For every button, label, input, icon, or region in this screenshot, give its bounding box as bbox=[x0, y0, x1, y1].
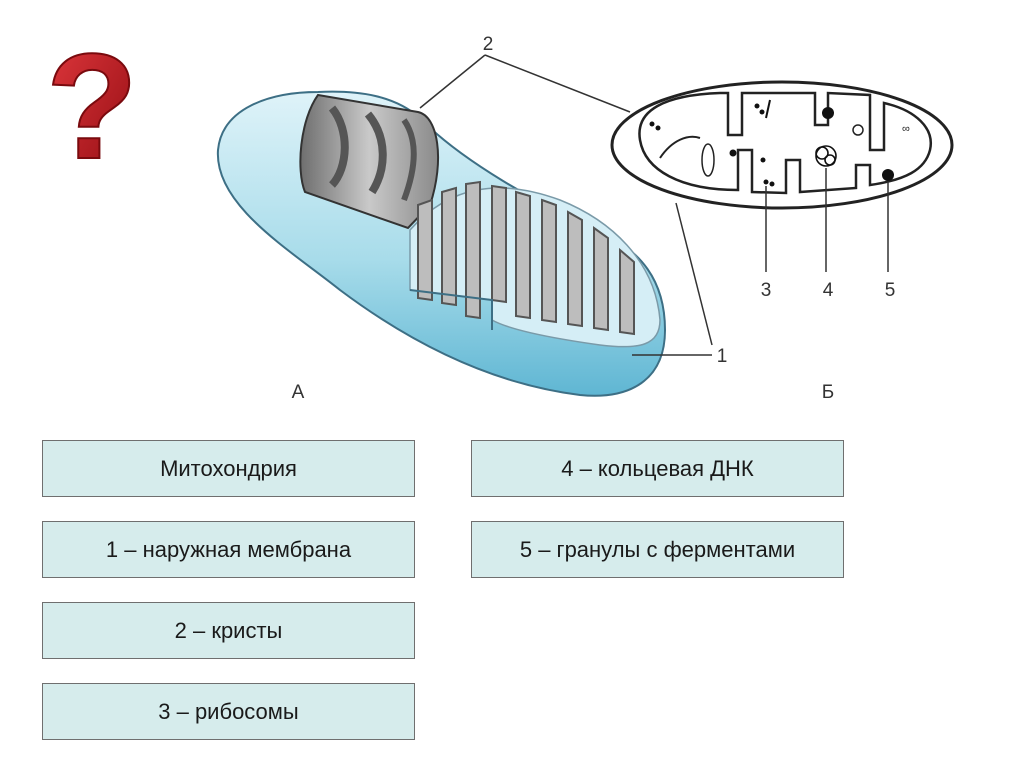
figure-a-label: А bbox=[292, 382, 305, 403]
box-outer-membrane[interactable]: 1 – наружная мембрана bbox=[42, 521, 415, 578]
callout-3: 3 bbox=[761, 280, 772, 301]
granule bbox=[822, 107, 834, 119]
figure-a-3d-mitochondrion: А bbox=[216, 90, 712, 403]
callout-numbers: 2 1 3 4 5 bbox=[483, 34, 896, 367]
outer-membrane-ellipse bbox=[610, 80, 954, 210]
callout-5: 5 bbox=[885, 280, 896, 301]
figure-b-label: Б bbox=[822, 382, 834, 403]
callout-lines bbox=[419, 54, 889, 346]
svg-text:∞: ∞ bbox=[902, 123, 910, 135]
cristae-folds bbox=[417, 180, 635, 336]
inner-membrane-cristae bbox=[638, 91, 933, 195]
question-mark-icon: ? bbox=[46, 22, 138, 190]
box-cristae[interactable]: 2 – кристы bbox=[42, 602, 415, 659]
box-ring-dna[interactable]: 4 – кольцевая ДНК bbox=[471, 440, 844, 497]
ribosome-dots bbox=[649, 103, 775, 187]
callout-1: 1 bbox=[717, 346, 728, 367]
callout-2: 2 bbox=[483, 34, 494, 55]
figure-b-cross-section: ∞ Б bbox=[610, 80, 954, 403]
callout-4: 4 bbox=[823, 280, 834, 301]
box-ribosomes[interactable]: 3 – рибосомы bbox=[42, 683, 415, 740]
box-enzyme-granules[interactable]: 5 – гранулы с ферментами bbox=[471, 521, 844, 578]
box-title-mitochondrion[interactable]: Митохондрия bbox=[42, 440, 415, 497]
ring-dna bbox=[815, 145, 837, 167]
granule bbox=[882, 169, 894, 181]
